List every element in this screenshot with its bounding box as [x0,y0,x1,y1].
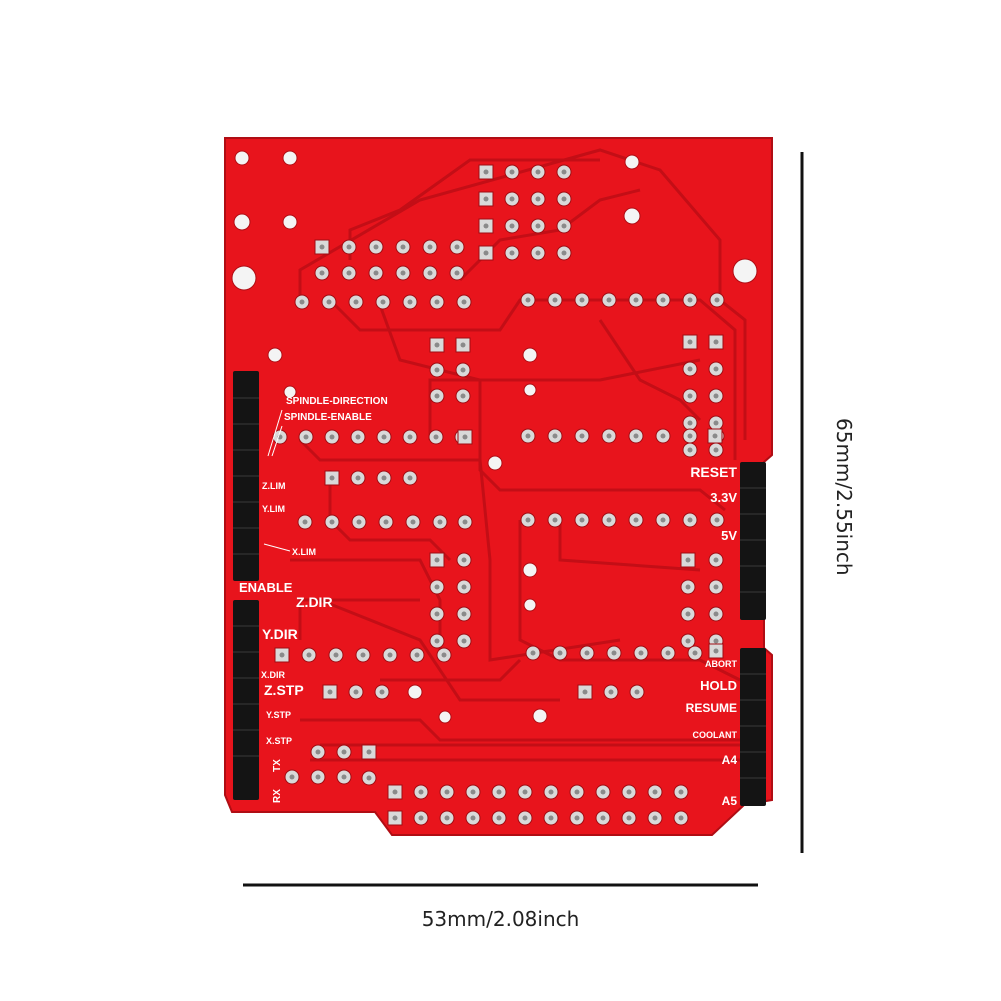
label-resume: RESUME [686,701,737,715]
label-a4: A4 [722,753,738,767]
label-z-lim: Z.LIM [262,481,286,491]
label-hold: HOLD [700,678,737,693]
label-x-stp: X.STP [266,736,292,746]
width-dimension-label: 53mm/2.08inch [421,907,580,931]
label-a5: A5 [722,794,738,808]
label-spindle-enable: SPINDLE-ENABLE [284,412,372,423]
pcb-board: SPINDLE-DIRECTION SPINDLE-ENABLE Z.LIM Y… [224,137,773,836]
left-header-bottom [233,600,259,800]
label-x-dir: X.DIR [261,670,286,680]
label-abort: ABORT [705,659,737,669]
label-z-stp: Z.STP [264,682,304,698]
label-reset: RESET [690,464,737,480]
label-5v: 5V [721,528,737,543]
label-y-stp: Y.STP [266,710,291,720]
right-header-top [740,462,766,620]
label-y-dir: Y.DIR [262,626,298,642]
silkscreen-left: SPINDLE-DIRECTION SPINDLE-ENABLE Z.LIM Y… [239,396,388,803]
label-tx: TX [272,759,283,772]
label-enable: ENABLE [239,580,293,595]
label-x-lim: X.LIM [292,547,316,557]
label-coolant: COOLANT [693,730,738,740]
pcb-traces [290,148,760,762]
label-rx: RX [272,789,283,803]
solder-pads [272,164,725,826]
label-z-dir: Z.DIR [296,594,333,610]
label-spindle-direction: SPINDLE-DIRECTION [286,396,388,407]
label-y-lim: Y.LIM [262,504,285,514]
spindle-leader-lines [263,409,291,552]
right-header-bottom [740,648,766,806]
label-3v3: 3.3V [710,490,737,505]
header-pin-rows [233,397,766,779]
mounting-holes [231,150,758,724]
silkscreen-right: RESET 3.3V 5V ABORT HOLD RESUME COOLANT … [686,464,738,808]
height-dimension-label: 65mm/2.55inch [832,418,856,576]
